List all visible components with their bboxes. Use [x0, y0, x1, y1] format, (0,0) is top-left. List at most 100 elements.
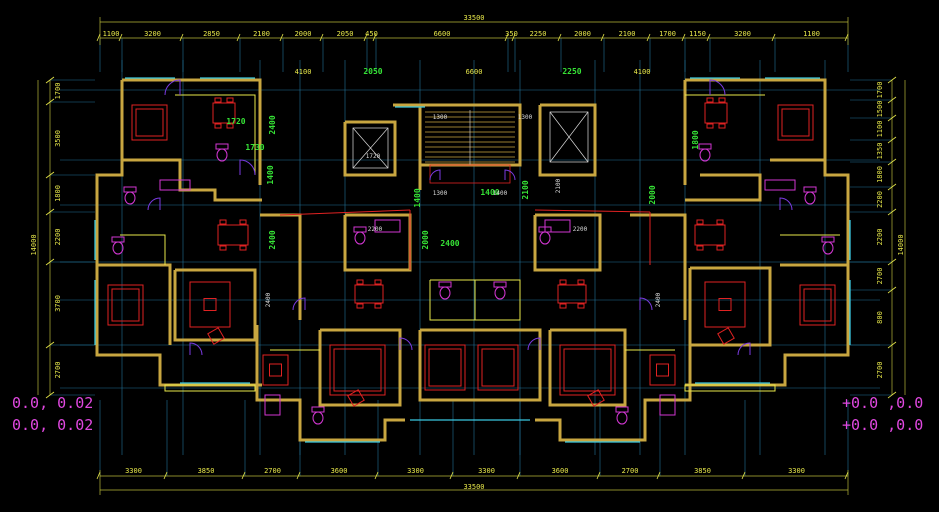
door-swing — [779, 197, 793, 211]
door-swing — [737, 342, 751, 356]
door-swing — [527, 337, 541, 351]
bottom-dimension-5: 3300 — [478, 467, 495, 475]
green-label-0: 2400 — [268, 115, 277, 134]
bottom-dimension-1: 3850 — [198, 467, 215, 475]
bed — [131, 104, 168, 141]
green-label-3: 2400 — [268, 230, 277, 249]
bed — [329, 344, 386, 396]
left-dimension-3: 2200 — [54, 229, 62, 246]
bottom-dimension-2: 2700 — [264, 467, 281, 475]
kitchen-counter — [159, 179, 191, 191]
top-dimension-4: 2000 — [295, 30, 312, 38]
door-swing — [429, 169, 441, 181]
green-label-4: 2000 — [421, 230, 430, 249]
toilet — [353, 226, 367, 245]
top-dimension-11: 2100 — [619, 30, 636, 38]
right-dimension-8: 800 — [876, 311, 884, 324]
bottom-dimension-9: 3300 — [788, 467, 805, 475]
right-dimension-5: 2200 — [876, 191, 884, 208]
top-dimension-13: 1150 — [689, 30, 706, 38]
inner-label-2: 1720 — [366, 153, 381, 160]
bottom-dimension-6: 3600 — [552, 467, 569, 475]
kitchen-counter — [764, 179, 796, 191]
sofa — [189, 281, 231, 328]
bottom-dimension-8: 3850 — [694, 467, 711, 475]
dining-table — [354, 279, 384, 309]
door-swing — [504, 169, 516, 181]
toilet — [698, 143, 712, 162]
green-label-6: 2000 — [648, 185, 657, 204]
inner-label-9: 2400 — [655, 292, 662, 307]
toilet — [803, 186, 817, 205]
toilet — [438, 281, 452, 300]
bottom-dimension-4: 3300 — [407, 467, 424, 475]
toilet — [821, 236, 835, 255]
dining-table — [694, 219, 726, 251]
green-label-1: 1730 — [245, 143, 264, 152]
sofa — [704, 281, 746, 328]
top-dimension-9: 2250 — [530, 30, 547, 38]
inner-label-4: 1300 — [433, 190, 448, 197]
furniture — [107, 97, 836, 407]
kitchen-counter — [374, 219, 401, 233]
green-label-2: 1400 — [266, 165, 275, 184]
inner-label-0: 1300 — [433, 114, 448, 121]
left-dimension-0: 1700 — [54, 83, 62, 100]
right-dimension-9: 2700 — [876, 362, 884, 379]
inner-label-7: 2400 — [265, 292, 272, 307]
building-walls — [95, 78, 850, 442]
toilet — [493, 281, 507, 300]
toilet — [311, 406, 325, 425]
top-dimension-14: 3200 — [734, 30, 751, 38]
top-dimension-7: 6600 — [434, 30, 451, 38]
door-swing — [399, 337, 413, 351]
green-label-9: 1400 — [413, 188, 422, 207]
door-swing — [709, 79, 726, 96]
dining-table — [217, 219, 249, 251]
green-label-11: 1400 — [480, 188, 499, 197]
left-dimension-2: 1800 — [54, 185, 62, 202]
door-swing — [164, 79, 181, 96]
top-dimension-15: 1100 — [803, 30, 820, 38]
left-dimension-4: 3700 — [54, 295, 62, 312]
toilet — [615, 406, 629, 425]
dining-table — [212, 97, 236, 129]
elevation-label-left-2: 0.0, 0.02 — [12, 416, 93, 434]
door-swing — [147, 197, 161, 211]
elevation-label-left-1: 0.0, 0.02 — [12, 394, 93, 412]
kitchen-counter — [544, 219, 571, 233]
right-dimension-7: 2700 — [876, 268, 884, 285]
overall-width-bottom: 33500 — [463, 483, 484, 491]
dimension-ticks — [45, 33, 897, 480]
kitchen-counter — [659, 394, 676, 416]
overall-height-right: 14000 — [897, 234, 905, 255]
green-label-7: 1720 — [226, 117, 245, 126]
dimension-lines — [37, 17, 906, 495]
right-dimension-3: 1350 — [876, 143, 884, 160]
bed — [559, 344, 616, 396]
sanitary-fixtures — [111, 143, 835, 425]
top-dimension-8: 350 — [505, 30, 518, 38]
bed — [777, 104, 814, 141]
left-dimension-5: 2700 — [54, 362, 62, 379]
door-swing — [292, 297, 306, 311]
green-label-5: 2400 — [440, 239, 459, 248]
toilet — [123, 186, 137, 205]
green-label-8: 1800 — [691, 130, 700, 149]
stair-core — [425, 110, 515, 184]
top-dimension-1: 3200 — [144, 30, 161, 38]
elevation-label-right-2: +0.0 ,0.0 — [842, 416, 923, 434]
inner-top-label-4: 4100 — [634, 68, 651, 76]
armchair — [207, 327, 225, 345]
right-dimension-2: 1100 — [876, 121, 884, 138]
inner-label-1: 1300 — [518, 114, 533, 121]
dining-table — [557, 279, 587, 309]
red-accent-lines — [279, 209, 651, 270]
top-dimension-0: 1100 — [103, 30, 120, 38]
bottom-dimension-3: 3600 — [331, 467, 348, 475]
armchair — [347, 389, 365, 407]
top-dimension-5: 2050 — [337, 30, 354, 38]
armchair — [717, 327, 735, 345]
bed — [799, 284, 836, 326]
